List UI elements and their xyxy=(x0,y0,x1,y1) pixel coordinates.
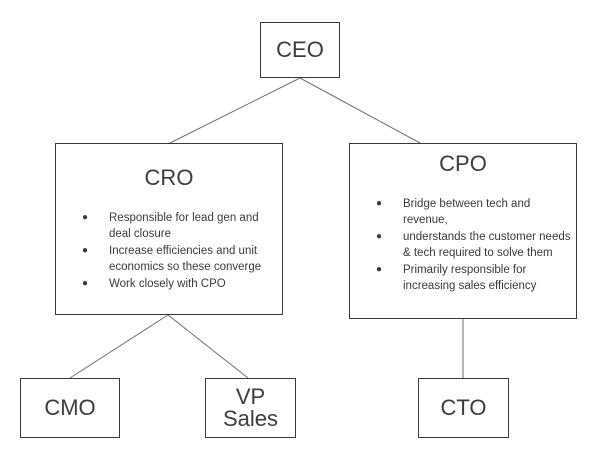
cto-title: CTO xyxy=(440,395,487,420)
cro-bullet-list: ●Responsible for lead gen and deal closu… xyxy=(82,210,278,293)
bullet-dot-icon: ● xyxy=(82,212,89,223)
bullet-dot-icon: ● xyxy=(376,231,383,242)
vp-sales-title-line2: Sales xyxy=(222,406,279,431)
cpo-bullet-1: ●Bridge between tech and revenue, xyxy=(376,198,531,226)
cro-bullet-3: ●Work closely with CPO xyxy=(82,278,226,290)
vp-sales-title: VP Sales xyxy=(206,379,295,437)
cmo-title: CMO xyxy=(44,395,96,420)
cro-node: CRO ●Responsible for lead gen and deal c… xyxy=(55,143,283,315)
vp-sales-title-line1: VP xyxy=(235,384,266,409)
vp-sales-node: VP Sales xyxy=(205,378,296,438)
cto-node: CTO xyxy=(418,378,509,438)
bullet-dot-icon: ● xyxy=(82,278,89,289)
cpo-title: CPO xyxy=(439,151,487,176)
connector-cro-vp-sales xyxy=(167,314,249,379)
bullet-dot-icon: ● xyxy=(376,264,383,275)
cro-bullet-2: ●Increase efficiencies and unit economic… xyxy=(82,245,262,273)
cpo-bullet-2: ●understands the customer needs & tech r… xyxy=(376,231,571,259)
cmo-node: CMO xyxy=(20,378,120,438)
cro-title: CRO xyxy=(144,165,194,190)
connector-ceo-cro xyxy=(169,77,301,144)
bullet-dot-icon: ● xyxy=(376,198,383,209)
bullet-dot-icon: ● xyxy=(82,245,89,256)
connector-cro-cmo xyxy=(69,314,169,379)
ceo-node: CEO xyxy=(260,22,340,78)
cpo-bullet-3: ●Primarily responsible for increasing sa… xyxy=(376,264,537,292)
cro-bullet-1: ●Responsible for lead gen and deal closu… xyxy=(82,212,259,240)
cpo-node: CPO ●Bridge between tech and revenue, ●u… xyxy=(349,143,577,319)
cpo-bullet-list: ●Bridge between tech and revenue, ●under… xyxy=(376,196,572,295)
connector-ceo-cpo xyxy=(299,77,421,144)
ceo-title: CEO xyxy=(276,37,324,62)
